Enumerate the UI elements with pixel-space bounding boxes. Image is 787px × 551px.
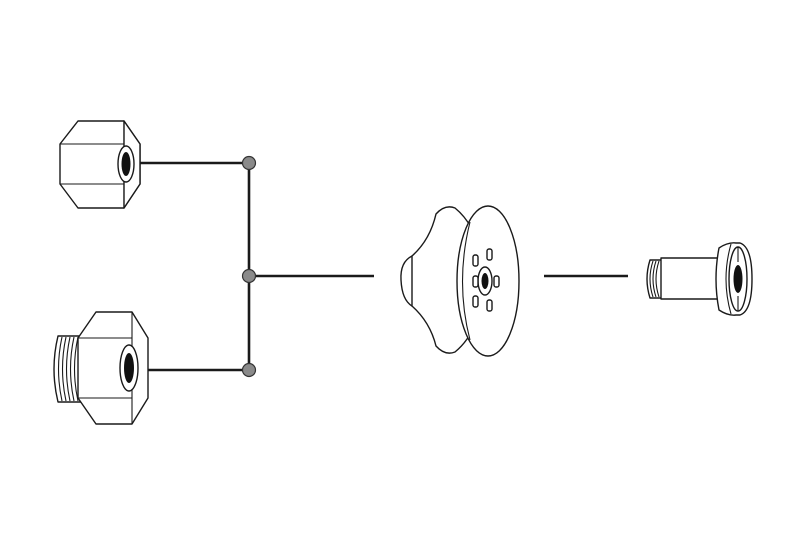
suction-cup-holes xyxy=(472,248,500,312)
junction-node-middle xyxy=(241,268,257,284)
slotted-fitting-icon xyxy=(646,242,753,316)
junction-node-bottom xyxy=(241,362,257,378)
bellows-suction-cup-icon xyxy=(400,205,520,357)
hex-nut-icon xyxy=(59,120,141,209)
connector-lines xyxy=(128,161,628,372)
junction-nodes xyxy=(241,155,257,378)
junction-node-top xyxy=(241,155,257,171)
threaded-hex-adapter-icon xyxy=(53,311,149,425)
